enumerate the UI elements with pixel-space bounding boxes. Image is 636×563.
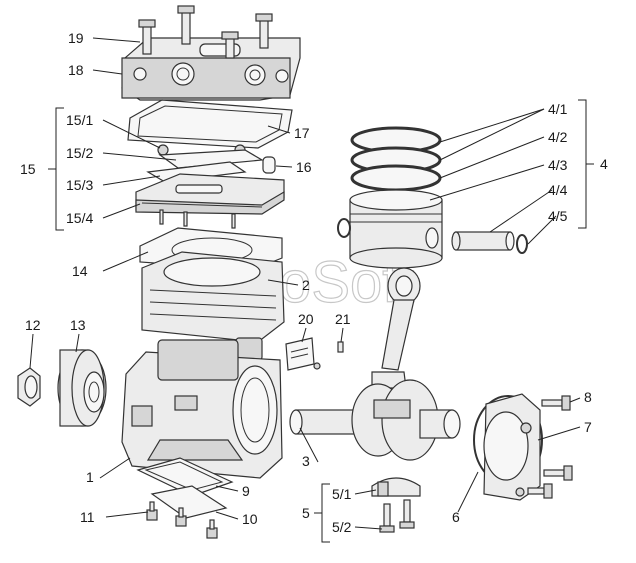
callout-15-2: 15/2: [66, 145, 93, 161]
head-bolts: [138, 5, 273, 59]
callout-6: 6: [452, 509, 460, 525]
callout-4-3: 4/3: [548, 157, 568, 173]
rod-bearing-cap: [371, 477, 421, 497]
pulley-nut: [17, 367, 41, 407]
callout-15: 15: [20, 161, 36, 177]
callout-13: 13: [70, 317, 86, 333]
piston-pin: [451, 231, 515, 251]
cap-bolts: [379, 499, 415, 533]
callout-10: 10: [242, 511, 258, 527]
callout-5-2: 5/2: [332, 519, 352, 535]
callout-4-4: 4/4: [548, 182, 568, 198]
bottom-plate: [150, 485, 228, 519]
bracket-15: [48, 107, 64, 231]
bottom-gasket: [136, 457, 234, 497]
cover-bolts: [527, 395, 573, 499]
piston-pin-circlip: [516, 234, 528, 254]
callout-18: 18: [68, 62, 84, 78]
callout-4-2: 4/2: [548, 129, 568, 145]
callout-20: 20: [298, 311, 314, 327]
callout-3: 3: [302, 453, 310, 469]
bracket-4: [578, 99, 594, 229]
callout-11: 11: [80, 509, 95, 525]
callout-15-1: 15/1: [66, 112, 93, 128]
callout-9: 9: [242, 483, 250, 499]
piston-rings: [350, 126, 442, 192]
callout-2: 2: [302, 277, 310, 293]
callout-15-4: 15/4: [66, 210, 93, 226]
callout-14: 14: [72, 263, 88, 279]
callout-15-3: 15/3: [66, 177, 93, 193]
cylinder-block: [141, 251, 285, 361]
bottom-screws: [146, 501, 218, 539]
callout-4-5: 4/5: [548, 208, 568, 224]
callout-labels: 19 18 17 15/1 15/2 15 15/3 15/4 16 14 2 …: [20, 30, 608, 535]
callout-1: 1: [86, 469, 94, 485]
callout-16: 16: [296, 159, 312, 175]
crankcase: [121, 339, 283, 479]
callout-5: 5: [302, 505, 310, 521]
piston-circlip-left: [337, 218, 351, 238]
connecting-rod: [371, 267, 421, 389]
callout-4-1: 4/1: [548, 101, 568, 117]
sensor-plate: [285, 337, 321, 371]
callout-8: 8: [584, 389, 592, 405]
callout-5-1: 5/1: [332, 486, 352, 502]
callout-4: 4: [600, 156, 608, 172]
leader-lines: [29, 37, 581, 530]
callout-19: 19: [68, 30, 84, 46]
small-screw: [337, 341, 344, 353]
callout-7: 7: [584, 419, 592, 435]
rear-cover: [483, 393, 541, 501]
callout-17: 17: [294, 125, 310, 141]
drive-pulley: [57, 349, 107, 427]
crankshaft: [289, 379, 461, 461]
head-gasket: [127, 99, 293, 149]
callout-21: 21: [335, 311, 351, 327]
callout-12: 12: [25, 317, 41, 333]
valve-plate-assembly: [135, 144, 285, 229]
piston: [349, 189, 443, 269]
bracket-5: [314, 483, 330, 543]
